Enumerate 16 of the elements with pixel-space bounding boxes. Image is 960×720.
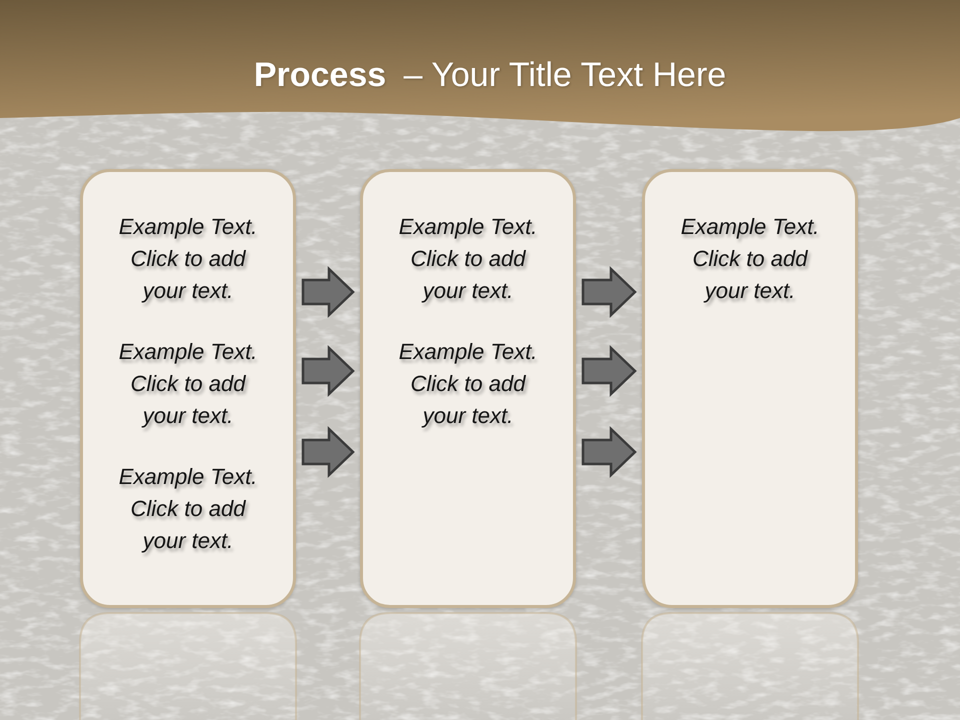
block-arrow [582, 266, 637, 318]
body-text: Example Text. Click to add your text. [398, 213, 538, 305]
process-box [360, 169, 576, 608]
process-box [80, 169, 296, 608]
body-text: Example Text. Click to add your text. [398, 338, 538, 430]
body-text: Example Text. Click to add your text. [118, 213, 258, 305]
body-text: Example Text. Click to add your text. [118, 338, 258, 430]
block-arrow [302, 266, 355, 318]
block-arrow [302, 345, 355, 397]
slide-title: Process – Your Title Text Here [254, 55, 726, 96]
block-arrow [302, 426, 355, 478]
block-arrow [582, 345, 637, 397]
body-text: Example Text. Click to add your text. [680, 213, 820, 305]
block-arrow [582, 426, 637, 478]
body-text: Example Text. Click to add your text. [118, 463, 258, 555]
process-box [642, 169, 858, 608]
